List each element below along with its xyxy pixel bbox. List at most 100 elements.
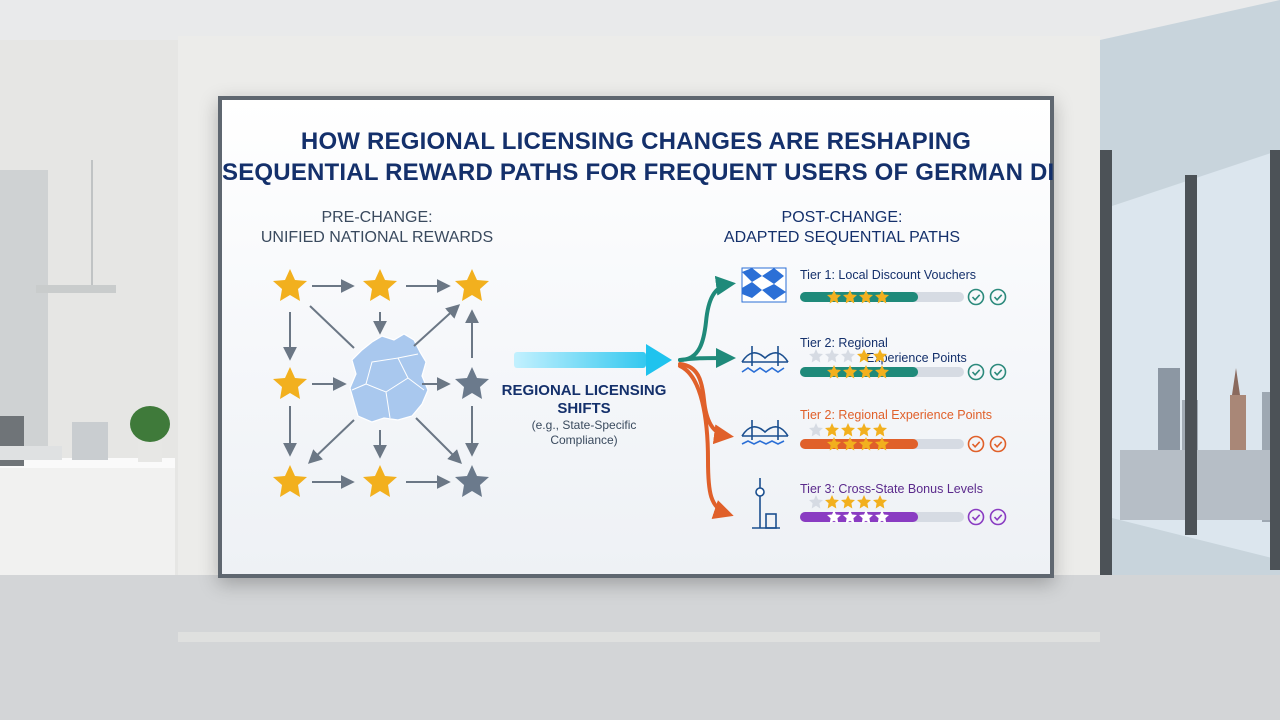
post-heading-line-2: ADAPTED SEQUENTIAL PATHS: [723, 229, 961, 246]
paper-stack: [0, 446, 62, 460]
floating-star-icon: [841, 423, 855, 437]
gold-star-icon: [363, 465, 397, 497]
floating-star-icon: [873, 495, 887, 509]
post-change-heading: POST-CHANGE: ADAPTED SEQUENTIAL PATHS: [692, 208, 992, 248]
arrow-head: [646, 344, 672, 376]
floating-star-icon: [809, 423, 823, 437]
floating-star-icon: [809, 495, 823, 509]
tier-2b-label: Tier 2: Regional Experience Points: [800, 408, 992, 422]
pendant-lamp: [36, 285, 116, 293]
tier-3-label: Tier 3: Cross-State Bonus Levels: [800, 482, 983, 496]
check-circle-icon: [989, 288, 1007, 306]
bar-star-icon: [875, 437, 889, 451]
check-circle-icon: [967, 288, 985, 306]
gray-star-icon: [455, 465, 489, 497]
title-line-1: HOW REGIONAL LICENSING CHANGES ARE RESHA…: [300, 128, 972, 155]
germany-map-borders: [351, 353, 425, 419]
bar-star-icon: [827, 437, 841, 451]
check-mark-icon: [971, 294, 981, 301]
arrow: [415, 417, 462, 464]
progress-fill: [800, 439, 919, 449]
licensing-shift-subtext: (e.g., State-Specific Compliance): [484, 418, 684, 448]
floating-star-icon: [809, 349, 823, 363]
tier-1-label: Tier 1: Local Discount Vouchers: [800, 268, 977, 282]
bar-star-icon: [843, 437, 857, 451]
check-mark-icon: [971, 369, 981, 376]
bar-star-icon: [827, 510, 841, 524]
arrow: [413, 304, 461, 347]
left-glass-partition: [0, 170, 48, 450]
bridge-icon: [741, 420, 789, 445]
window-frame: [1100, 150, 1112, 620]
bar-star-icon: [875, 510, 889, 524]
gold-star-icon: [273, 465, 307, 497]
bar-star-icon: [875, 290, 889, 304]
desk-top: [0, 458, 175, 468]
arrow-body: [514, 352, 646, 368]
window-frame: [1270, 150, 1280, 570]
check-circle-icon: [967, 508, 985, 526]
monitor: [72, 422, 108, 460]
branch-tier3: [678, 364, 734, 520]
pre-heading-line-2: UNIFIED NATIONAL REWARDS: [260, 229, 494, 246]
branch-paths: [678, 275, 736, 520]
check-mark-icon: [971, 441, 981, 448]
check-mark-icon: [993, 441, 1003, 448]
licensing-shift-label: REGIONAL LICENSING SHIFTS: [484, 382, 684, 418]
bar-star-icon: [843, 290, 857, 304]
branch-tier2: [678, 348, 736, 369]
arrow: [309, 305, 355, 349]
bar-star-icon: [827, 290, 841, 304]
title-line-2: SEQUENTIAL REWARD PATHS FOR FREQUENT USE…: [222, 159, 1055, 186]
check-mark-icon: [993, 294, 1003, 301]
board-graphics: [273, 267, 789, 529]
check-circle-icon: [989, 508, 1007, 526]
shift-label-line-2: SHIFTS: [557, 400, 611, 417]
branch-tier2-orange: [678, 362, 734, 445]
floating-star-icon: [873, 349, 887, 363]
arrow: [307, 419, 355, 464]
bar-star-icon: [843, 510, 857, 524]
tv-tower-icon: [752, 478, 780, 529]
floating-star-icon: [825, 349, 839, 363]
window-frame: [1185, 175, 1197, 535]
gold-star-icon: [273, 367, 307, 399]
shift-sub-line-2: Compliance): [550, 433, 618, 447]
floor: [0, 575, 1280, 720]
pre-heading-line-1: PRE-CHANGE:: [321, 209, 433, 226]
floating-star-icon: [857, 495, 871, 509]
bridge-icon: [741, 346, 789, 373]
church-spire: [1232, 368, 1240, 395]
board-title: HOW REGIONAL LICENSING CHANGES ARE RESHA…: [222, 126, 1055, 188]
check-circle-icon: [989, 435, 1007, 453]
check-mark-icon: [993, 369, 1003, 376]
floating-star-icon: [825, 423, 839, 437]
tier-2-label-line-2: Experience Points: [866, 351, 967, 365]
floating-star-icon: [873, 423, 887, 437]
pre-change-heading: PRE-CHANGE: UNIFIED NATIONAL REWARDS: [242, 208, 512, 248]
check-mark-icon: [993, 514, 1003, 521]
floating-star-icon: [857, 349, 871, 363]
shift-sub-line-1: (e.g., State-Specific: [531, 418, 637, 432]
check-circle-icon: [989, 363, 1007, 381]
gray-star-icon: [455, 367, 489, 399]
progress-fill: [800, 512, 919, 522]
check-mark-icon: [971, 514, 981, 521]
pre-change-arrows: [283, 279, 479, 489]
progress-fill: [800, 292, 919, 302]
pre-change-stars: [273, 269, 489, 497]
plant: [130, 406, 170, 442]
gold-star-icon: [273, 269, 307, 301]
post-heading-line-1: POST-CHANGE:: [781, 209, 903, 226]
check-circle-icon: [967, 435, 985, 453]
city-skyline: [1120, 450, 1280, 520]
plant-pot: [138, 440, 162, 462]
gold-star-icon: [363, 269, 397, 301]
shift-label-line-1: REGIONAL LICENSING: [501, 382, 667, 399]
check-circle-icon: [967, 363, 985, 381]
tier-2-label-line-1: Tier 2: Regional: [800, 336, 888, 350]
branch-tier1: [678, 275, 736, 362]
bar-star-icon: [875, 365, 889, 379]
floating-star-icon: [857, 423, 871, 437]
licensing-shift-arrow: [514, 344, 672, 376]
